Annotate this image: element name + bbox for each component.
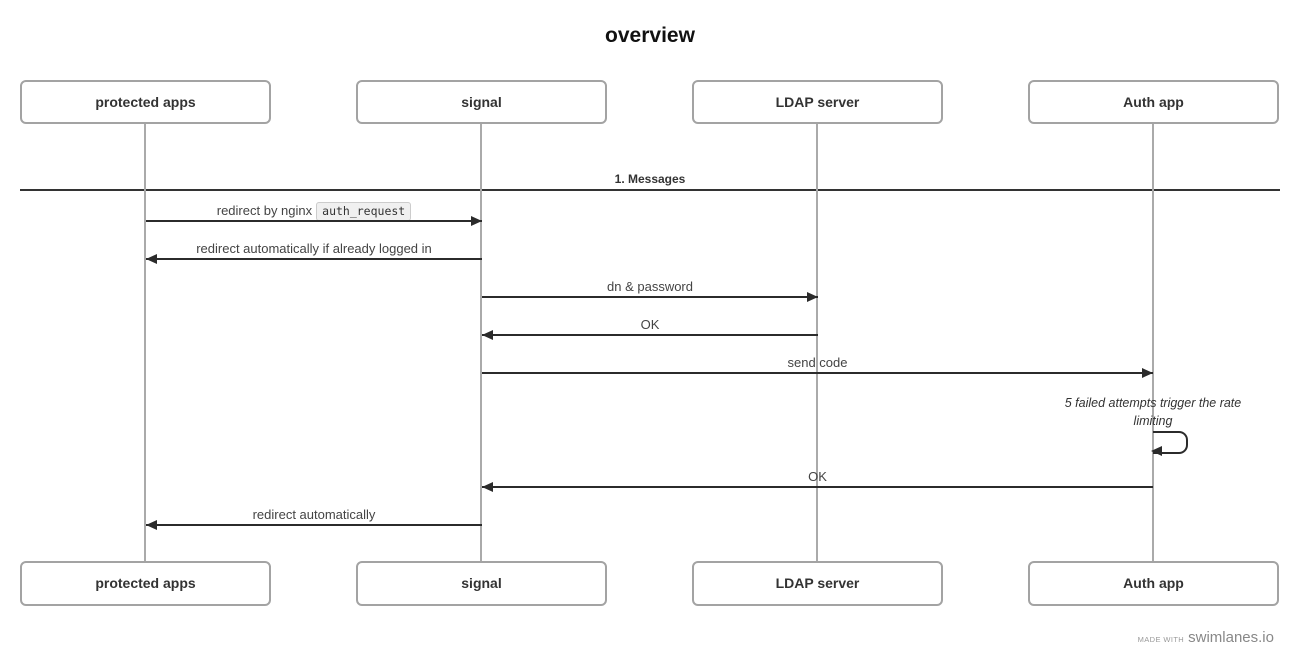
section-divider-label: 1. Messages — [614, 172, 686, 186]
arrowhead-left-icon — [146, 254, 157, 264]
arrow-line — [482, 330, 818, 340]
arrowhead-right-icon — [471, 216, 482, 226]
actor-top-auth-app: Auth app — [1028, 80, 1279, 124]
actor-bottom-protected-apps: protected apps — [20, 561, 271, 606]
message-ok-auth: OK — [482, 468, 1153, 492]
lifeline-auth-app — [1152, 124, 1154, 562]
arrowhead-left-icon — [1151, 446, 1162, 456]
message-dn-password: dn & password — [482, 278, 818, 302]
arrowhead-left-icon — [482, 330, 493, 340]
arrowhead-right-icon — [807, 292, 818, 302]
message-label: OK — [640, 317, 660, 332]
arrow-line — [146, 520, 482, 530]
message-label: OK — [808, 469, 827, 484]
message-send-code: send code — [482, 354, 1153, 378]
message-label: redirect automatically — [252, 507, 376, 522]
actor-bottom-signal: signal — [356, 561, 607, 606]
actor-top-ldap-server: LDAP server — [692, 80, 943, 124]
message-text: redirect by nginx — [216, 203, 313, 218]
lifeline-signal — [480, 124, 482, 562]
message-label: dn & password — [607, 279, 693, 294]
actor-bottom-auth-app: Auth app — [1028, 561, 1279, 606]
message-redirect-automatically: redirect automatically — [146, 506, 482, 530]
arrowhead-left-icon — [146, 520, 157, 530]
watermark-brand-link[interactable]: swimlanes.io — [1188, 629, 1274, 646]
message-ok-ldap: OK — [482, 316, 818, 340]
arrow-line — [146, 216, 482, 226]
self-loop-arrow — [1151, 431, 1188, 456]
lifeline-ldap-server — [816, 124, 818, 562]
watermark: made with swimlanes.io — [1138, 629, 1274, 646]
actor-bottom-ldap-server: LDAP server — [692, 561, 943, 606]
lifeline-protected-apps — [144, 124, 146, 562]
message-label: redirect automatically if already logged… — [196, 241, 432, 256]
message-label: send code — [787, 355, 848, 370]
actor-top-protected-apps: protected apps — [20, 80, 271, 124]
arrow-line — [482, 292, 818, 302]
arrowhead-left-icon — [482, 482, 493, 492]
watermark-prefix: made with — [1137, 635, 1185, 644]
section-divider-line — [20, 189, 1280, 191]
arrow-line — [146, 254, 482, 264]
code-chip-auth-request: auth_request — [316, 202, 412, 221]
diagram-title: overview — [605, 24, 695, 47]
arrow-line — [482, 368, 1153, 378]
message-redirect-if-logged-in: redirect automatically if already logged… — [146, 240, 482, 264]
actor-top-signal: signal — [356, 80, 607, 124]
note-rate-limiting: 5 failed attempts trigger the rate limit… — [1064, 396, 1242, 428]
arrow-line — [482, 482, 1153, 492]
arrowhead-right-icon — [1142, 368, 1153, 378]
